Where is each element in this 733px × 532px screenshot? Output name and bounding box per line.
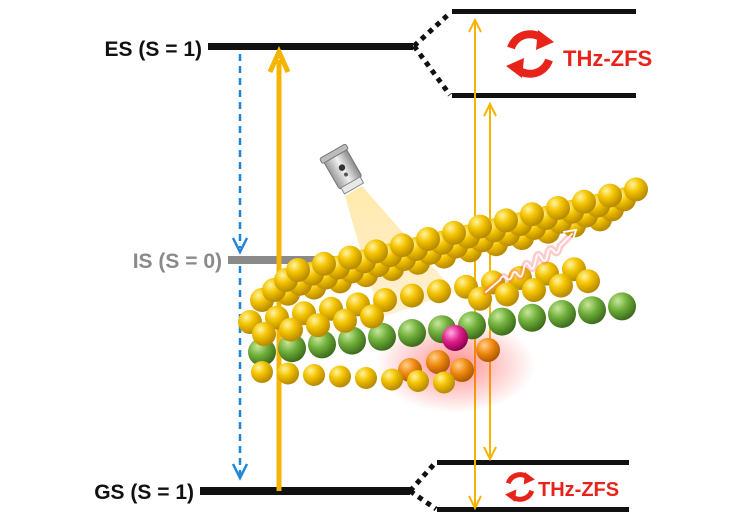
surface-atom	[598, 183, 622, 208]
relaxation-arrow	[231, 54, 249, 481]
surface-atom	[306, 313, 330, 338]
gs-upper-sublevel	[437, 460, 629, 465]
surface-atom	[427, 279, 451, 304]
gs-lower-sublevel	[437, 507, 629, 512]
surface-atom	[303, 364, 325, 386]
gs-thz-zfs-badge: THz-ZFS	[505, 472, 619, 502]
es-label: ES (S = 1)	[105, 38, 202, 61]
subsurface-atom	[608, 292, 636, 321]
es-thz-zfs-label: THz-ZFS	[563, 46, 652, 71]
surface-atom	[381, 368, 403, 391]
surface-atom	[407, 370, 429, 392]
surface-atom	[442, 220, 466, 245]
subsurface-atom	[578, 296, 606, 325]
surface-atom	[286, 258, 310, 282]
subsurface-atom	[518, 303, 546, 332]
subsurface-atom	[248, 338, 276, 366]
cycle-arrows-icon	[506, 30, 554, 78]
surface-atom	[364, 239, 388, 264]
surface-atom	[576, 269, 600, 294]
surface-atom	[360, 304, 384, 329]
es-level-line	[208, 43, 413, 50]
surface-atom	[494, 208, 518, 233]
es-lower-sublevel	[452, 93, 636, 98]
subsurface-atom	[338, 326, 366, 355]
surface-atom	[624, 177, 648, 202]
es-upper-sublevel	[452, 9, 636, 14]
surface-atom	[400, 283, 424, 308]
surface-atom	[333, 308, 357, 333]
surface-atom	[572, 189, 596, 214]
gs-label: GS (S = 1)	[94, 481, 194, 504]
surface-atom	[277, 362, 299, 385]
subsurface-atom	[278, 334, 306, 363]
surface-atom	[495, 282, 519, 307]
gs-level-line	[200, 487, 410, 495]
surface-atom	[522, 278, 546, 302]
es-splitting-connectors	[411, 11, 453, 97]
surface-atom	[433, 371, 455, 394]
surface-atom	[312, 251, 336, 276]
subsurface-atom	[368, 322, 396, 351]
neighbor-atom	[450, 358, 474, 382]
surface-atom	[338, 245, 362, 270]
defect-atom	[442, 325, 468, 351]
gs-thz-zfs-label: THz-ZFS	[538, 479, 619, 501]
neighbor-atom	[426, 350, 450, 374]
es-thz-zfs-badge: THz-ZFS	[506, 30, 652, 78]
surface-atom	[252, 322, 276, 346]
surface-atom	[546, 196, 570, 220]
atomic-lattice	[238, 177, 648, 394]
surface-atom	[549, 273, 573, 298]
surface-atom	[520, 202, 544, 227]
surface-atom	[355, 367, 377, 389]
surface-atom	[373, 288, 397, 312]
subsurface-atom	[398, 319, 426, 347]
subsurface-atom	[548, 300, 576, 328]
gs-splitting-connectors	[408, 460, 438, 512]
thz-emission-wave	[482, 228, 578, 296]
cycle-arrows-icon	[505, 472, 535, 502]
flashlight-icon	[319, 143, 365, 195]
surface-atom	[390, 233, 414, 258]
subsurface-atom	[308, 330, 336, 359]
neighbor-atom	[476, 338, 500, 362]
surface-atom	[329, 365, 351, 388]
surface-atom	[251, 361, 273, 383]
surface-atom	[279, 317, 303, 342]
subsurface-atom	[488, 307, 516, 336]
surface-atom	[416, 227, 440, 251]
surface-atom	[468, 214, 492, 239]
is-label: IS (S = 0)	[133, 250, 222, 273]
